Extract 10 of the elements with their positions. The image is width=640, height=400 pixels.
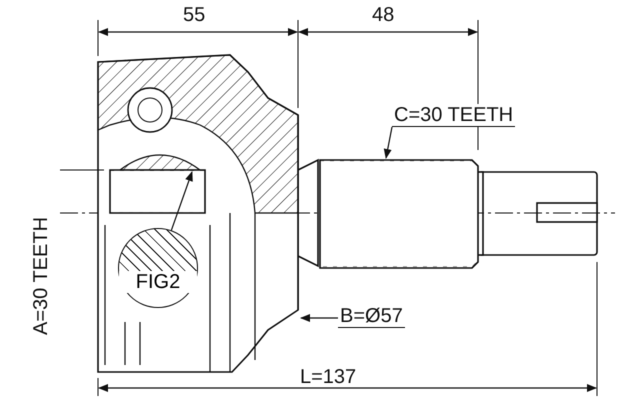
leader-line [300,314,338,322]
dimension-value: 48 [372,4,394,26]
dimension-value: 55 [183,4,206,26]
leader-line [170,171,193,230]
callout-label: B=Ø57 [338,305,405,328]
dimension-label: A=30 TEETH [30,216,52,335]
leader-line [384,126,393,159]
detail-label: FIG2 [119,271,197,293]
dimension-value: L=137 [300,366,356,388]
callout-label: C=30 TEETH [392,104,516,127]
